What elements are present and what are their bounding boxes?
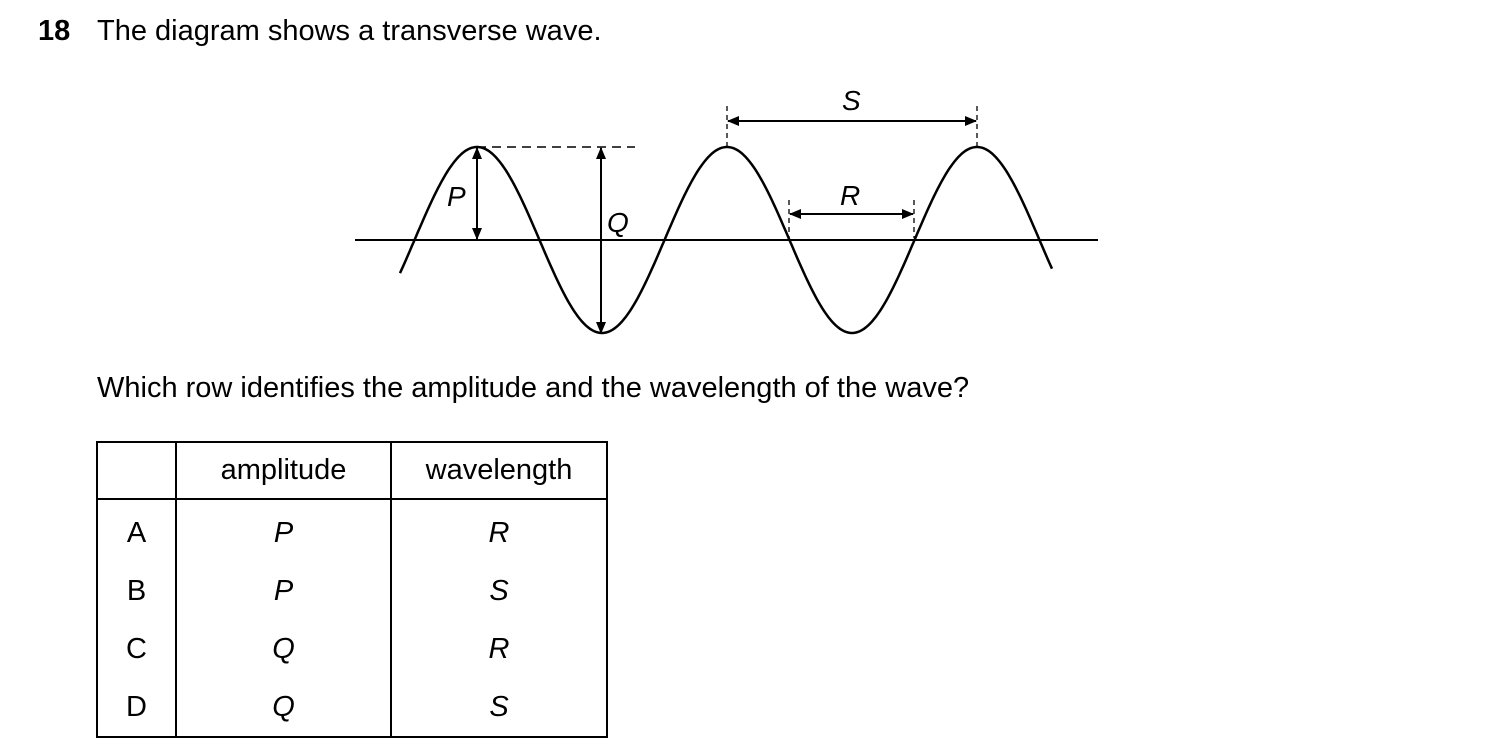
question-prompt: Which row identifies the amplitude and t… bbox=[97, 372, 970, 404]
option-wavelength: S bbox=[390, 678, 608, 738]
table-row: A P R bbox=[96, 499, 608, 562]
option-wavelength: S bbox=[390, 562, 608, 620]
header-amplitude: amplitude bbox=[175, 441, 392, 500]
option-amplitude: Q bbox=[175, 678, 392, 738]
question-stem: The diagram shows a transverse wave. bbox=[97, 15, 602, 47]
label-r: R bbox=[840, 180, 860, 211]
option-key: C bbox=[96, 620, 177, 678]
wave-curve bbox=[398, 145, 1054, 335]
table-header-row: amplitude wavelength bbox=[96, 441, 608, 500]
option-key: D bbox=[96, 678, 177, 738]
header-wavelength: wavelength bbox=[390, 441, 608, 500]
option-amplitude: P bbox=[175, 499, 392, 562]
option-wavelength: R bbox=[390, 620, 608, 678]
table-row: C Q R bbox=[96, 620, 608, 678]
question-number: 18 bbox=[38, 15, 71, 47]
table-row: D Q S bbox=[96, 678, 608, 738]
option-key: B bbox=[96, 562, 177, 620]
option-key: A bbox=[96, 499, 177, 562]
header-blank bbox=[96, 441, 177, 500]
option-amplitude: P bbox=[175, 562, 392, 620]
wave-diagram: P Q S R bbox=[355, 85, 1098, 335]
option-wavelength: R bbox=[390, 499, 608, 562]
label-s: S bbox=[842, 85, 861, 116]
option-amplitude: Q bbox=[175, 620, 392, 678]
label-p: P bbox=[447, 181, 466, 212]
table-row: B P S bbox=[96, 562, 608, 620]
answer-table: amplitude wavelength A P R B P S C Q R D… bbox=[96, 441, 608, 738]
label-q: Q bbox=[607, 207, 629, 238]
